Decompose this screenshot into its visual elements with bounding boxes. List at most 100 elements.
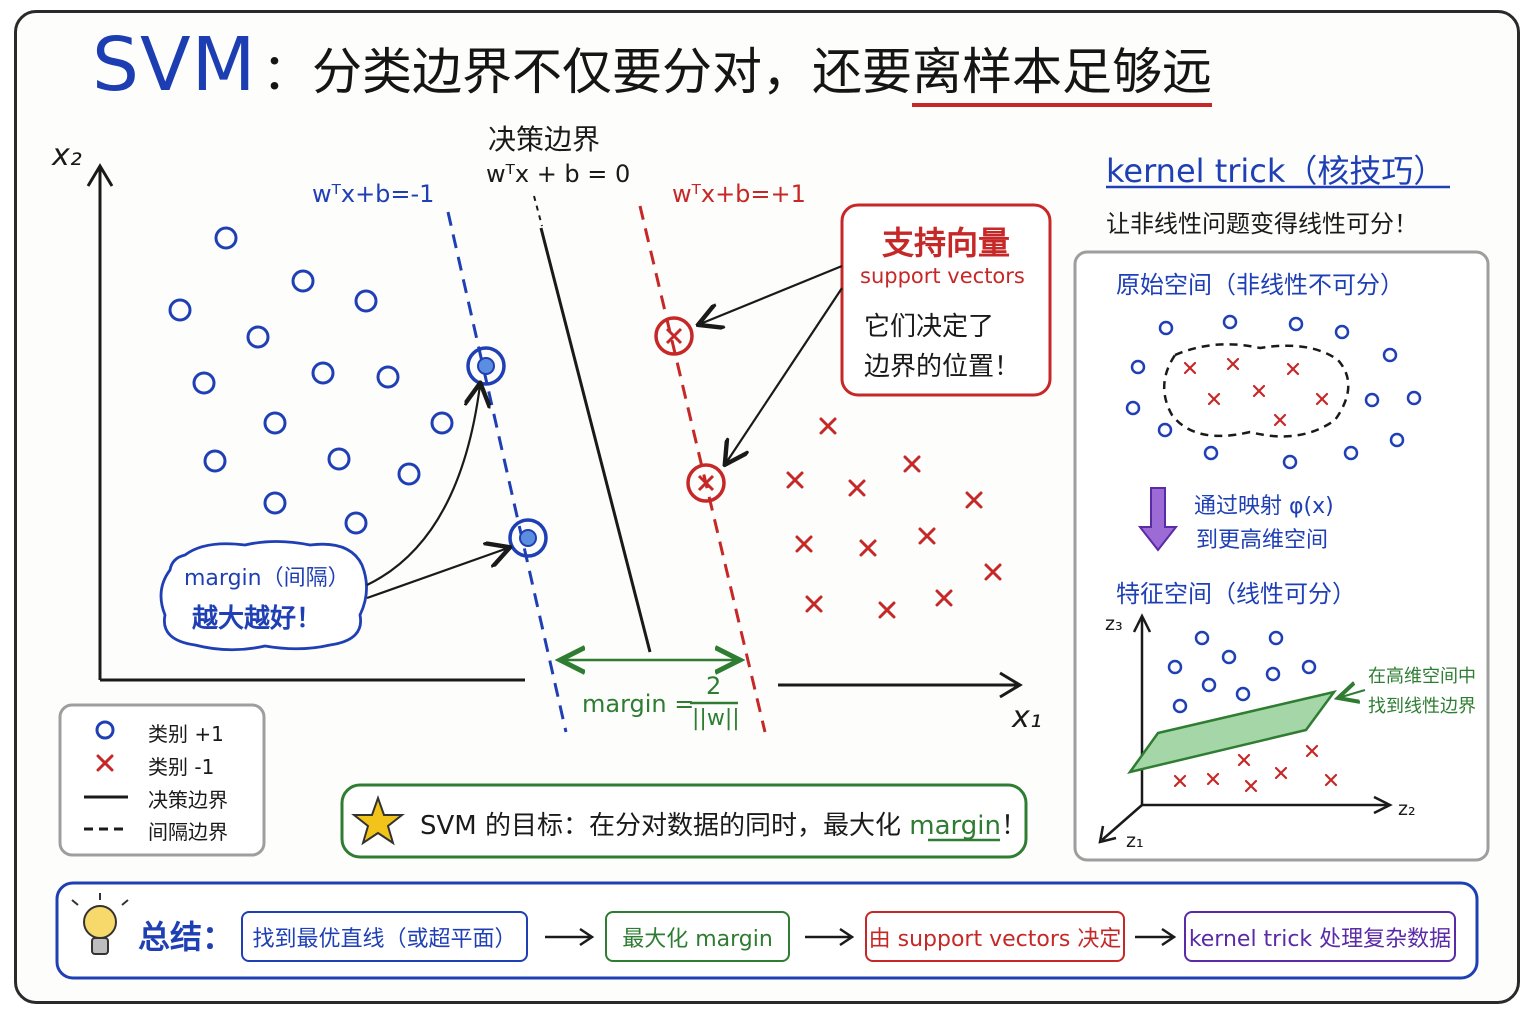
goal-text-suffix: ！ — [1000, 811, 1027, 841]
data-point-circle — [168, 298, 192, 322]
legend-label: 间隔边界 — [148, 820, 228, 844]
support-vectors-english: support vectors — [860, 264, 1025, 288]
bubble-arrow — [366, 548, 508, 600]
callout-arrow — [726, 287, 843, 463]
mapping-text-2: 到更高维空间 — [1196, 528, 1329, 553]
class-minus-points — [786, 417, 1002, 619]
legend-cross-icon — [96, 754, 114, 772]
legend-label: 决策边界 — [148, 788, 228, 812]
support-vectors-note-2: 边界的位置！ — [864, 352, 1021, 382]
decision-boundary-line — [539, 227, 652, 653]
axis-z3-label: z₃ — [1105, 613, 1123, 635]
title-highlight: 离样本足够远 — [912, 43, 1212, 107]
data-point-circle — [263, 491, 287, 515]
negative-margin-equation: wᵀx+b=-1 — [312, 180, 435, 208]
kernel-panel — [1073, 250, 1490, 862]
negative-margin-line — [446, 211, 568, 733]
data-point-circle — [344, 511, 368, 535]
feature-space-label: 特征空间（线性可分） — [1116, 580, 1356, 608]
support-vectors-note-1: 它们决定了 — [864, 312, 995, 342]
summary-step-4: kernel trick 处理复杂数据 — [1184, 911, 1456, 962]
mapping-text-1: 通过映射 φ(x) — [1194, 494, 1334, 519]
nonlinear-boundary — [1162, 343, 1350, 438]
data-point-cross — [795, 535, 813, 553]
support-vector-red — [654, 316, 694, 356]
data-point-cross — [848, 479, 866, 497]
star-icon — [351, 794, 405, 846]
feature-space-crosses — [1173, 744, 1338, 793]
margin-bubble — [159, 540, 368, 652]
bubble-arrow — [366, 385, 480, 586]
goal-box — [340, 783, 1028, 859]
plane-note-1: 在高维空间中 — [1368, 666, 1476, 687]
lightbulb-icon — [71, 893, 129, 955]
kernel-trick-title: kernel trick（核技巧） — [1106, 152, 1446, 190]
legend-box — [58, 703, 266, 857]
summary-arrows — [545, 927, 1177, 947]
margin-bubble-line-2: 越大越好！ — [192, 604, 323, 634]
data-point-circle — [311, 361, 335, 385]
data-point-cross — [965, 491, 983, 509]
title-svm: SVM — [92, 22, 257, 108]
original-space-circles — [1125, 314, 1422, 470]
support-vectors-callout — [840, 203, 1052, 397]
data-point-circle — [376, 365, 400, 389]
axis-z1-label: z₁ — [1126, 830, 1144, 852]
data-point-cross — [819, 417, 837, 435]
decision-boundary-title: 决策边界 — [488, 123, 601, 156]
data-point-circle — [430, 411, 454, 435]
data-point-circle — [291, 269, 315, 293]
separating-hyperplane — [1127, 690, 1338, 774]
data-point-cross — [878, 601, 896, 619]
positive-margin-equation: wᵀx+b=+1 — [672, 180, 806, 208]
goal-text: SVM 的目标：在分对数据的同时，最大化 margin！ — [420, 805, 1027, 842]
support-vector-blue — [466, 346, 506, 386]
axis-z2-label: z₂ — [1398, 798, 1416, 820]
data-point-cross — [786, 471, 804, 489]
mapping-arrow-icon — [1137, 487, 1179, 552]
page-title: ：分类边界不仅要分对，还要离样本足够远 — [262, 32, 1212, 107]
data-point-cross — [935, 589, 953, 607]
kernel-trick-subtitle: 让非线性问题变得线性可分！ — [1106, 210, 1418, 238]
margin-formula-numerator: 2 — [706, 672, 722, 700]
margin-formula-label: margin = — [582, 690, 695, 718]
summary-step-1: 找到最优直线（或超平面） — [241, 911, 528, 962]
data-point-circle — [263, 411, 287, 435]
data-point-cross — [859, 539, 877, 557]
data-point-circle — [214, 226, 238, 250]
data-point-cross — [918, 527, 936, 545]
support-vectors-title: 支持向量 — [882, 224, 1011, 262]
margin-bubble-line-1: margin（间隔） — [184, 566, 350, 591]
feature-space-axes — [1098, 613, 1393, 844]
positive-margin-line — [638, 205, 767, 733]
x-axis-label: x₁ — [1012, 700, 1042, 735]
decision-leader-dashed — [533, 195, 543, 227]
data-point-cross — [903, 455, 921, 473]
legend-circle-icon — [95, 720, 115, 740]
margin-formula-denominator: ||w|| — [692, 706, 740, 731]
original-space-label: 原始空间（非线性不可分） — [1116, 271, 1404, 299]
class-plus-points — [168, 226, 454, 535]
callout-arrow — [700, 264, 843, 324]
legend-label: 类别 +1 — [148, 722, 224, 746]
main-axes — [86, 163, 1023, 699]
data-point-cross — [805, 595, 823, 613]
data-point-circle — [397, 462, 421, 486]
legend-label: 类别 -1 — [148, 755, 215, 779]
data-point-circle — [192, 371, 216, 395]
title-prefix: ：分类边界不仅要分对，还要 — [262, 43, 912, 101]
plane-note-arrow — [1338, 690, 1366, 698]
support-vector-blue — [508, 518, 548, 558]
feature-space-circles — [1167, 630, 1317, 714]
data-point-circle — [327, 447, 351, 471]
summary-step-3: 由 support vectors 决定 — [865, 911, 1125, 962]
original-space-crosses — [1183, 357, 1329, 427]
plane-note-2: 找到线性边界 — [1368, 696, 1476, 717]
data-point-circle — [203, 449, 227, 473]
goal-text-prefix: SVM 的目标：在分对数据的同时，最大化 — [420, 811, 910, 841]
summary-label: 总结： — [138, 918, 235, 956]
decision-boundary-equation: wᵀx + b = 0 — [486, 160, 631, 188]
y-axis-label: x₂ — [52, 138, 82, 173]
data-point-circle — [246, 325, 270, 349]
